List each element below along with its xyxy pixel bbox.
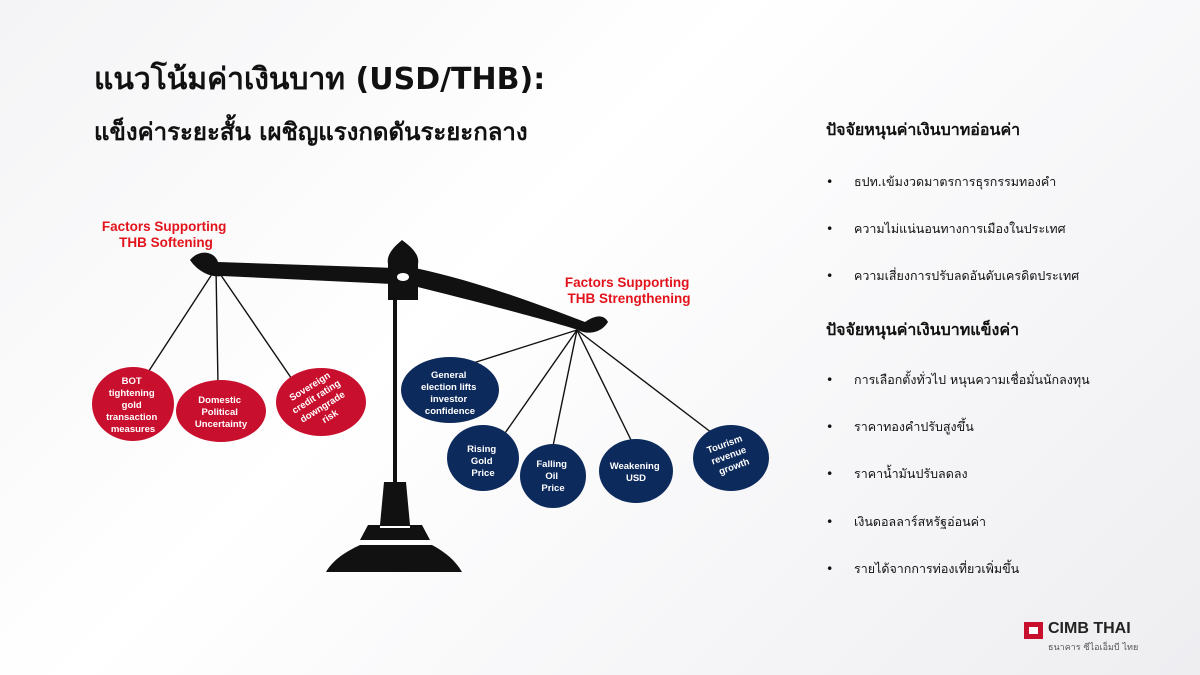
right-factor-label: Factors Supporting THB Strengthening: [565, 275, 693, 306]
right-factor-circle-election: General election lifts investor confiden…: [401, 357, 499, 423]
list-item: •ธปท.เข้มงวดมาตรการธุรกรรมทองคำ: [826, 174, 1057, 189]
weak-factors-heading: ปัจจัยหนุนค่าเงินบาทอ่อนค่า: [826, 120, 1021, 139]
scale-pivot: [387, 240, 419, 300]
right-factor-circle-oil: Falling Oil Price: [520, 444, 586, 508]
right-factor-circle-tourism: Tourism revenue growth: [693, 425, 769, 491]
list-item: •ราคาทองคำปรับสูงขึ้น: [826, 419, 974, 434]
right-factor-circle-gold: Rising Gold Price: [447, 425, 519, 491]
page-subtitle: แข็งค่าระยะสั้น เผชิญแรงกดดันระยะกลาง: [94, 118, 528, 146]
list-item: •การเลือกตั้งทั่วไป หนุนความเชื่อมั่นนัก…: [826, 372, 1090, 387]
scale-pole: [393, 300, 397, 485]
list-item: •เงินดอลลาร์สหรัฐอ่อนค่า: [826, 514, 987, 529]
scale-beam: [190, 252, 608, 333]
page-title: แนวโน้มค่าเงินบาท (USD/THB):: [94, 62, 546, 97]
left-factor-circle-political: Domestic Political Uncertainty: [176, 380, 266, 442]
svg-text:Falling Oil Price: Falling Oil Price: [536, 459, 569, 494]
strong-factors-heading: ปัจจัยหนุนค่าเงินบาทแข็งค่า: [826, 320, 1020, 339]
svg-text:General election lifts: General election lifts investor confiden…: [421, 370, 479, 417]
left-factor-circle-sovereign: Sovereign credit rating downgrade risk: [276, 368, 366, 436]
cimb-logo-icon: [1024, 622, 1043, 639]
left-factor-label: Factors Supporting THB Softening: [102, 219, 230, 250]
right-strings: [469, 329, 717, 447]
list-item: •รายได้จากการท่องเที่ยวเพิ่มขึ้น: [826, 561, 1020, 576]
logo-name: CIMB THAI: [1048, 620, 1131, 637]
list-item: •ความเสี่ยงการปรับลดอันดับเครดิตประเทศ: [826, 268, 1080, 283]
list-item: •ราคาน้ำมันปรับลดลง: [826, 466, 968, 481]
svg-text:Domestic Political: Domestic Political Uncertainty: [195, 395, 248, 430]
left-factor-circle-bot-gold: BOT tightening gold transaction measures: [92, 367, 174, 441]
left-strings: [142, 267, 297, 386]
right-factor-circle-usd: Weakening USD: [599, 439, 673, 503]
svg-text:Rising Gold Price: Rising Gold Price: [467, 444, 499, 479]
logo-subtitle: ธนาคาร ซีไอเอ็มบี ไทย: [1048, 643, 1139, 653]
svg-text:BOT tightening gol: BOT tightening gold transaction measures: [106, 376, 160, 435]
list-item: •ความไม่แน่นอนทางการเมืองในประเทศ: [826, 221, 1066, 236]
cimb-thai-logo: CIMB THAI ธนาคาร ซีไอเอ็มบี ไทย: [1024, 620, 1144, 660]
svg-text:Weakening USD: Weakening USD: [610, 461, 663, 484]
balance-scale-diagram: Factors Supporting THB Softening Factors…: [92, 219, 769, 572]
